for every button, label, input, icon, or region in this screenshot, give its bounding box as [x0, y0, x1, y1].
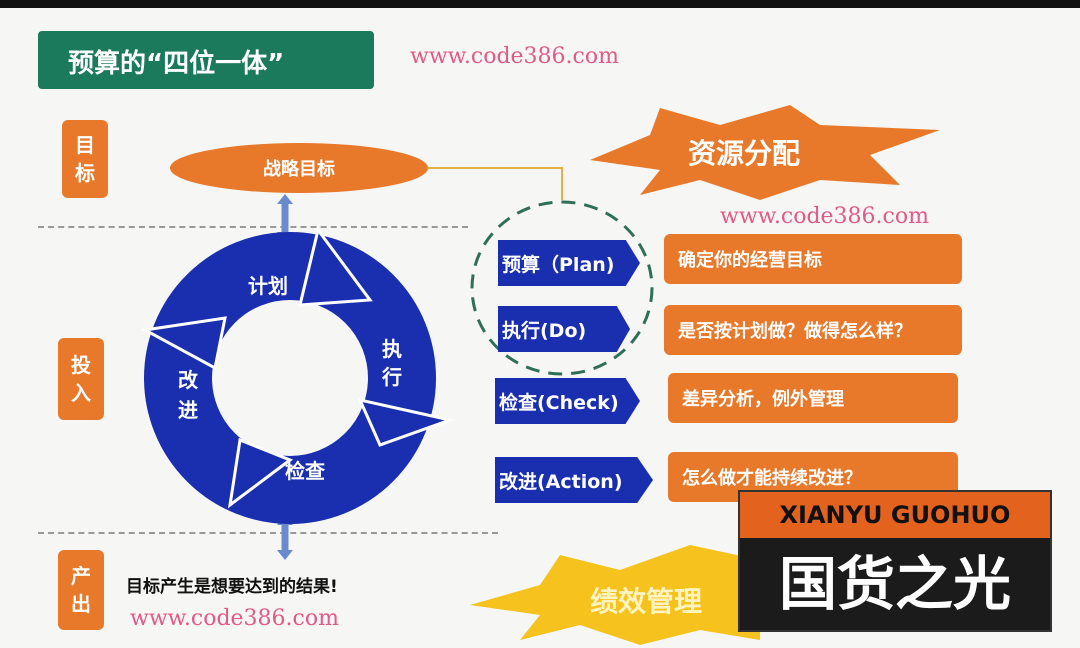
resource-starburst — [590, 105, 940, 200]
cycle-arrowhead-do — [357, 397, 456, 447]
side-label-output: 产出 — [58, 550, 104, 630]
step-plan: 预算（Plan) — [498, 240, 640, 286]
cycle-arrowhead-plan — [298, 226, 373, 307]
output-text: 目标产生是想要达到的结果! — [126, 577, 338, 597]
step-check: 检查(Check) — [495, 378, 640, 424]
cycle-label-act: 改进 — [178, 368, 198, 422]
pdca-cycle-ring — [144, 232, 436, 524]
divider-bottom — [38, 532, 498, 534]
divider-top — [38, 226, 468, 228]
slide-title: 预算的“四位一体” — [38, 31, 374, 89]
cycle-label-do: 执行 — [382, 337, 402, 389]
step-do: 执行(Do) — [498, 306, 630, 352]
cycle-label-check: 检查 — [285, 459, 325, 483]
performance-starburst — [470, 545, 760, 645]
step-action: 改进(Action) — [495, 457, 653, 503]
cycle-arrowhead-check — [227, 437, 294, 509]
top-bar — [0, 0, 1080, 8]
step-plan-desc: 确定你的经营目标 — [664, 234, 962, 284]
step-do-desc: 是否按计划做？做得怎么样？ — [664, 305, 962, 355]
cycle-label-plan: 计划 — [248, 274, 288, 298]
cycle-arrowhead-act — [140, 316, 227, 371]
connector-line — [428, 167, 563, 200]
side-label-input: 投入 — [58, 338, 104, 420]
strategic-goal-ellipse: 战略目标 — [170, 143, 428, 193]
resource-allocation-label: 资源分配 — [688, 137, 801, 170]
watermark: www.code386.com — [130, 606, 339, 631]
dashed-circle — [470, 200, 654, 376]
performance-label: 绩效管理 — [590, 585, 703, 618]
brand-logo: XIANYU GUOHUO 国货之光 — [738, 490, 1052, 632]
step-check-desc: 差异分析，例外管理 — [668, 373, 958, 423]
logo-top-text: XIANYU GUOHUO — [740, 492, 1050, 538]
watermark: www.code386.com — [720, 204, 929, 229]
side-label-goal: 目标 — [62, 120, 108, 198]
watermark: www.code386.com — [410, 44, 619, 69]
logo-main-text: 国货之光 — [778, 550, 1011, 618]
